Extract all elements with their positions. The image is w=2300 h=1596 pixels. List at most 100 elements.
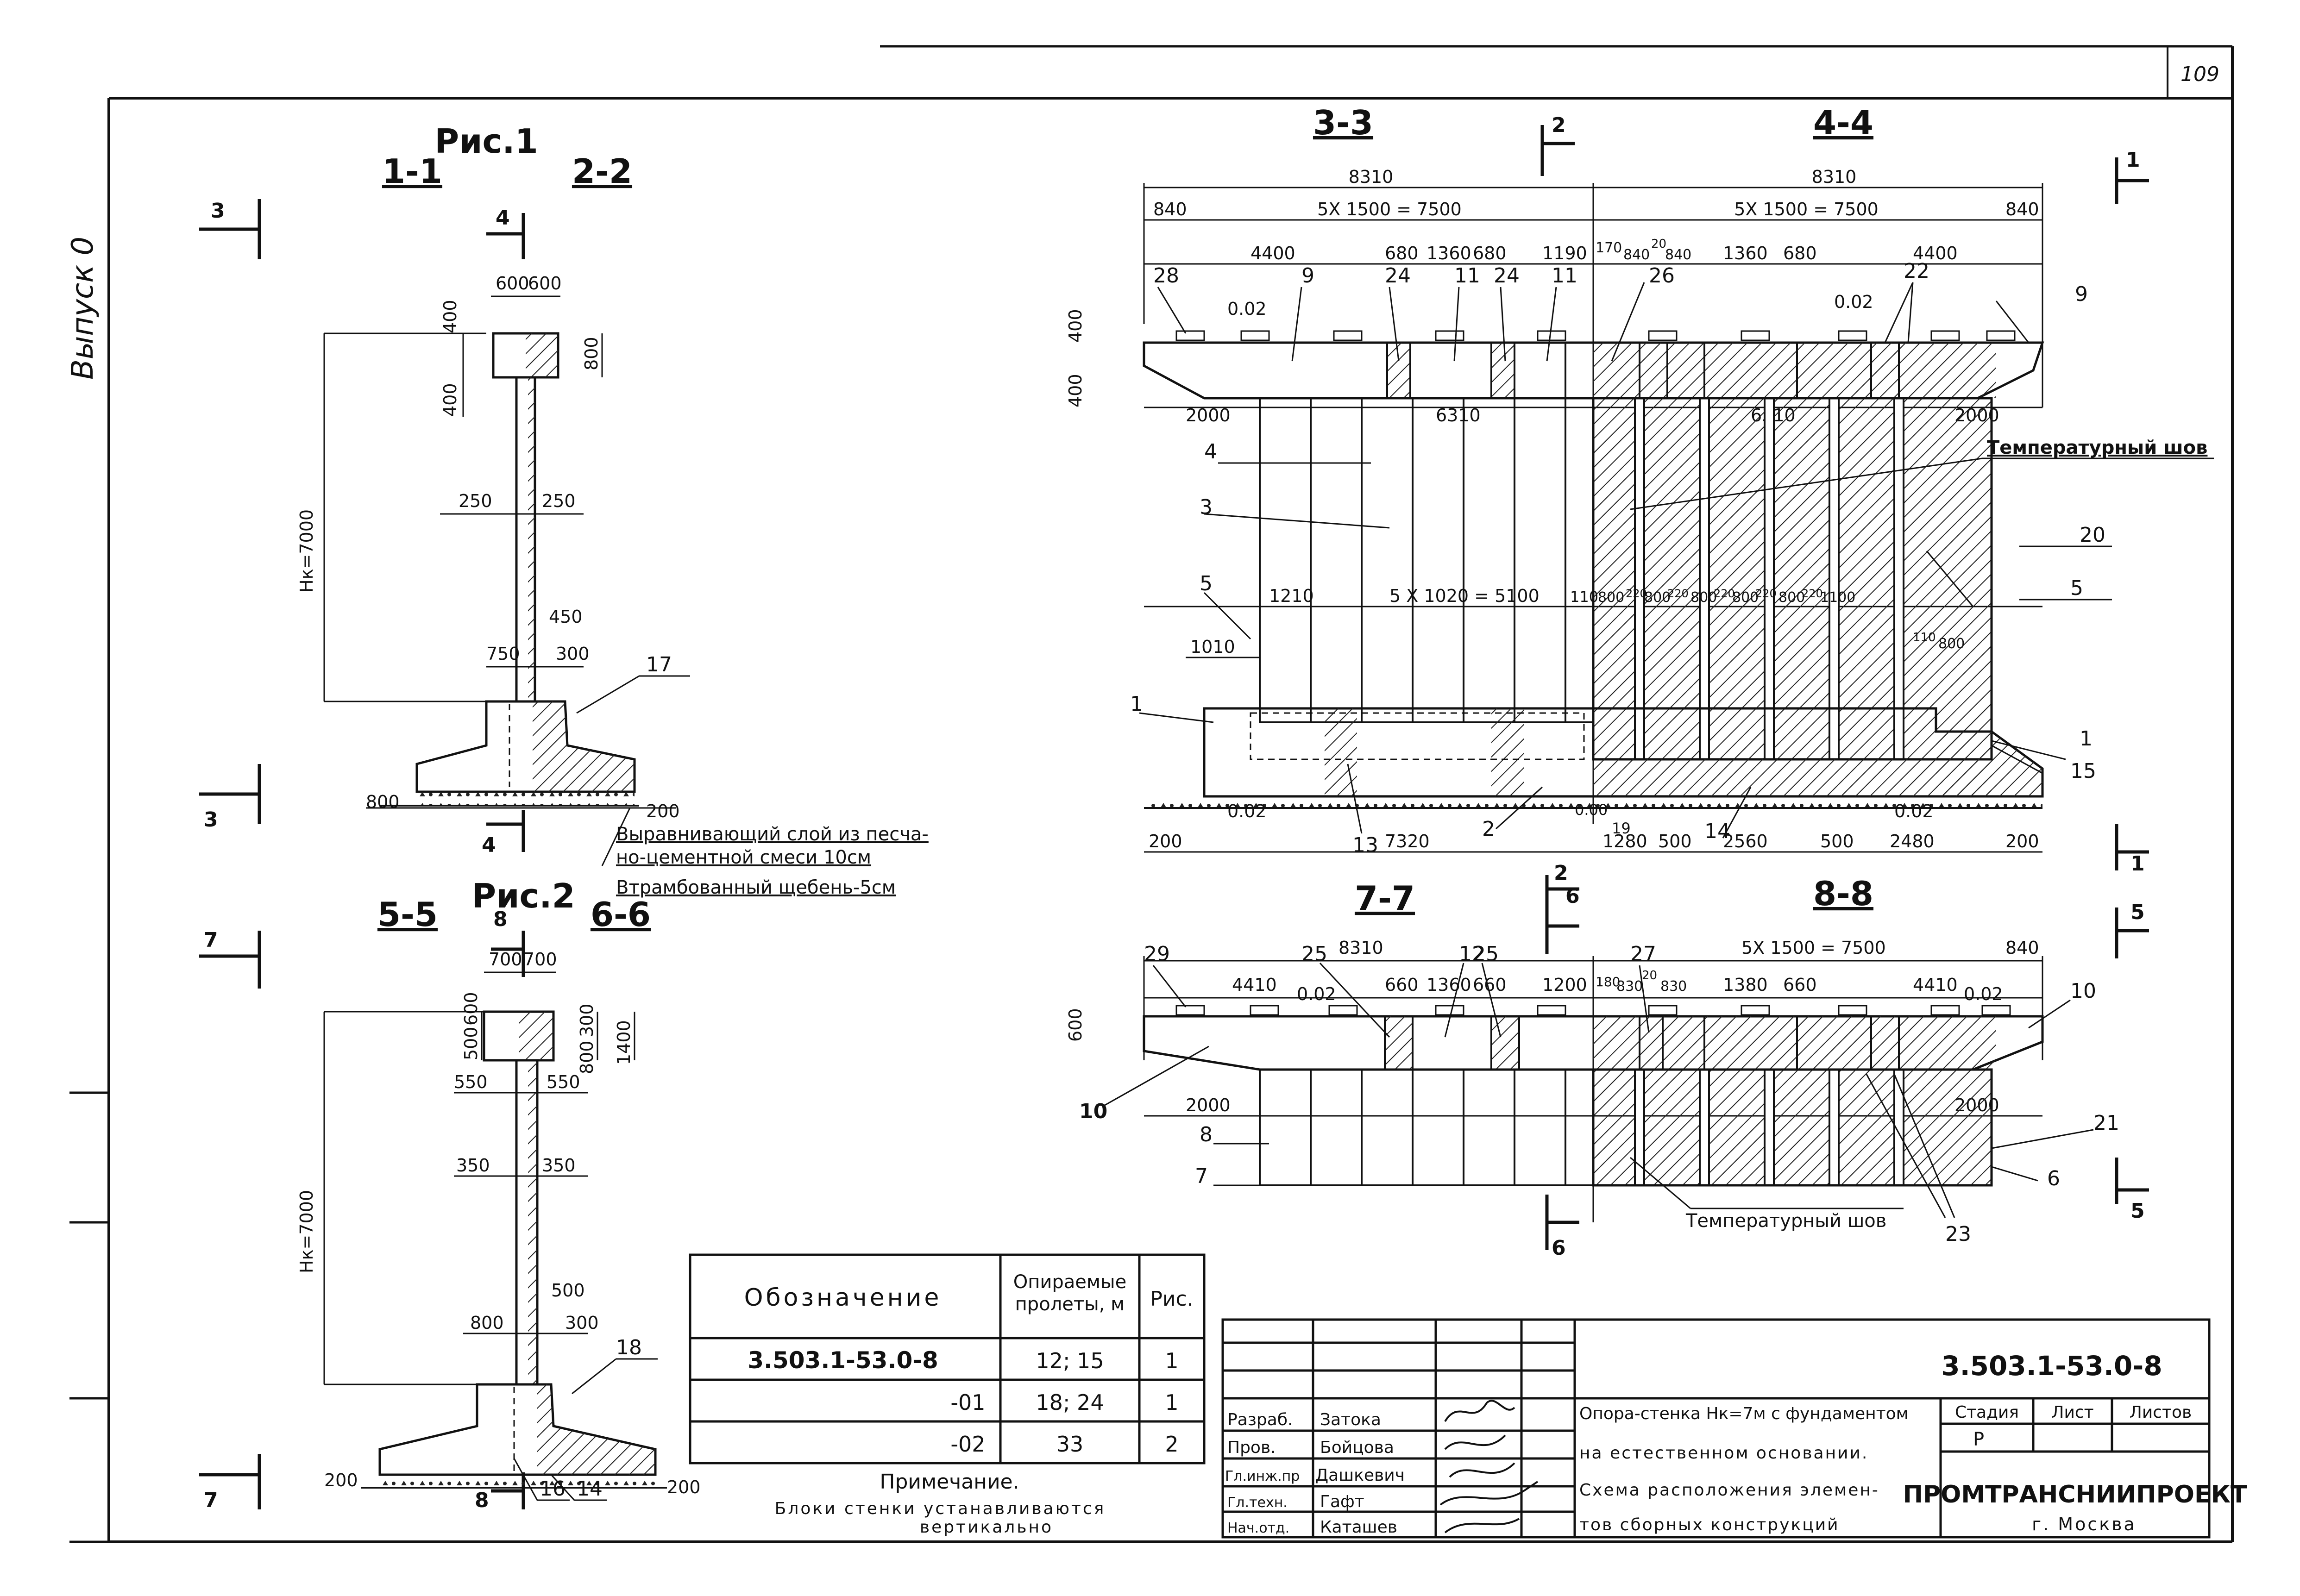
elev1-mark-24b: 24 <box>1494 264 1520 288</box>
side-label: Выпуск 0 <box>66 237 100 380</box>
fig1-dim-w1: 600 <box>496 273 529 294</box>
page-number: 109 <box>2181 63 2219 86</box>
fig1-cut-3b: 3 <box>204 808 218 832</box>
elev2-mark-23: 23 <box>1945 1222 1971 1246</box>
elev1-mark-13: 13 <box>1352 833 1378 857</box>
elev1-cut-2a: 2 <box>1552 113 1566 137</box>
fig1-section-a: 1-1 <box>382 152 442 191</box>
elev2-dim-830: 830 <box>1616 978 1643 995</box>
fig2-dim-600: 600 <box>461 992 481 1026</box>
elev2-slope-l: 0.02 <box>1297 984 1336 1004</box>
tb-role-2: Пров. <box>1227 1438 1276 1457</box>
spec-row2-fig: 1 <box>1165 1390 1178 1415</box>
spec-row1-code: 3.503.1-53.0-8 <box>748 1347 938 1374</box>
elev2-dim-840: 840 <box>2005 938 2039 958</box>
elev2-dim-660: 660 <box>1385 975 1419 995</box>
fig1-dim-w2: 600 <box>528 273 562 294</box>
fig2-dim-hk: Hк=7000 <box>296 1190 317 1273</box>
elev1-label-joint: Температурный шов <box>1987 437 2207 458</box>
elev1-dim-680r: 680 <box>1783 243 1817 263</box>
elev1-mark-9b: 9 <box>2075 282 2088 306</box>
elev2-dim-1360: 1360 <box>1427 975 1471 995</box>
elev1-dim-220e: 220 <box>1802 587 1823 600</box>
elev1-mark-26: 26 <box>1649 264 1675 288</box>
elev2-mark-29: 29 <box>1144 942 1170 966</box>
fig1-section-b: 2-2 <box>572 152 632 191</box>
fig1-mark-17: 17 <box>646 653 672 676</box>
fig1-cut-3a: 3 <box>211 199 225 223</box>
elev2-sec-a: 7-7 <box>1355 879 1415 918</box>
spec-row1-spans: 12; 15 <box>1036 1348 1104 1373</box>
fig2-dim-300b: 300 <box>565 1313 599 1333</box>
tb-desc-1: Опора-стенка Hк=7м с фундаментом <box>1579 1404 1909 1423</box>
elev2-mark-27: 27 <box>1630 942 1656 966</box>
tb-name-3: Дашкевич <box>1315 1466 1405 1485</box>
fig1-cut-4a: 4 <box>496 206 510 230</box>
elev1-dim-200r: 200 <box>2005 831 2039 851</box>
elevation-7-7-8-8: 7-7 8-8 6 6 5 5 8310 5X 1500 = 7500 840 … <box>1065 874 2149 1260</box>
tb-name-1: Затока <box>1320 1410 1381 1429</box>
elev1-cut-2b: 2 <box>1554 861 1568 885</box>
fig2-dim-300: 300 <box>577 1003 597 1037</box>
fig2-dim-350l: 350 <box>456 1155 490 1176</box>
fig2-mark-16: 16 <box>540 1477 566 1501</box>
elev1-mark-11b: 11 <box>1552 264 1577 288</box>
elev2-dim-1380: 1380 <box>1723 975 1768 995</box>
elev2-mark-7: 7 <box>1195 1164 1208 1188</box>
elev2-label-joint: Температурный шов <box>1685 1210 1886 1232</box>
elev1-dim-1010: 1010 <box>1190 637 1235 657</box>
fig2-dim-550l: 550 <box>454 1072 488 1092</box>
elev1-mark-3: 3 <box>1200 495 1213 519</box>
elev1-dim-2480: 2480 <box>1890 831 1935 851</box>
elev1-dim-110: 110 <box>1570 588 1598 606</box>
elev1-dim-840s: 840 <box>1623 247 1650 263</box>
elev1-slope-br: 0.02 <box>1894 801 1934 821</box>
elev2-mark-8: 8 <box>1200 1123 1213 1146</box>
elev1-dim-110r: 110 <box>1913 631 1936 645</box>
elev1-dim-7320: 7320 <box>1385 831 1430 851</box>
tb-name-4: Гафт <box>1320 1492 1364 1511</box>
elev1-dim-840: 840 <box>1153 199 1187 219</box>
fig1-dim-800: 800 <box>366 792 400 812</box>
tb-role-4: Гл.техн. <box>1227 1495 1288 1511</box>
note-line1: Блоки стенки устанавливаются <box>775 1499 1106 1518</box>
fig2-dim-550r: 550 <box>547 1072 580 1092</box>
fig2-mark-18: 18 <box>616 1336 642 1359</box>
elev1-dim-0-00: 0.00 <box>1575 801 1608 819</box>
spec-table <box>689 1253 1206 1465</box>
title-block <box>1221 1318 2211 1539</box>
elev1-dim-220c: 220 <box>1714 587 1735 600</box>
spec-row3-code: -02 <box>950 1432 985 1457</box>
fig1-note-3: Втрамбованный щебень-5см <box>616 877 896 898</box>
elev1-mark-5a: 5 <box>1200 572 1213 595</box>
elev1-dim-4400: 4400 <box>1251 243 1295 263</box>
fig1-dim-wall-l: 250 <box>459 491 492 511</box>
fig2-dim-1400: 1400 <box>614 1020 634 1065</box>
elev1-cut-1b: 1 <box>2130 852 2145 876</box>
fig2-caption: Рис.2 <box>471 876 575 915</box>
tb-stage: Р <box>1973 1429 1984 1450</box>
tb-sheets-header: Листов <box>2130 1403 2192 1422</box>
elev1-slope-b: 0.02 <box>1227 801 1267 821</box>
elev2-mark-12: 12 <box>1459 942 1485 966</box>
fig2-dim-800b: 800 <box>470 1313 504 1333</box>
elev2-mark-10b: 10 <box>1079 1100 1107 1123</box>
spec-row3-fig: 2 <box>1165 1432 1178 1457</box>
elev1-dim-800b: 800 <box>1598 589 1624 606</box>
elev1-mark-20: 20 <box>2080 523 2105 547</box>
elev1-sec-a: 3-3 <box>1313 103 1373 142</box>
fig2-dim-500: 500 <box>461 1026 481 1060</box>
elev1-dim-1210: 1210 <box>1269 586 1314 606</box>
elev2-cut-6b: 6 <box>1552 1236 1566 1260</box>
elev1-dim-680: 680 <box>1385 243 1419 263</box>
fig2-cut-8b: 8 <box>475 1489 489 1512</box>
elev1-dim-1280: 1280 <box>1602 831 1647 851</box>
elev1-dim-1360: 1360 <box>1427 243 1471 263</box>
tb-role-3: Гл.инж.пр <box>1225 1468 1300 1484</box>
elev1-dim-span5: 5 X 1020 = 5100 <box>1389 586 1540 606</box>
elev2-wall-blocks-left <box>1259 1069 1594 1186</box>
elev1-dim-1190: 1190 <box>1542 243 1587 263</box>
elev1-dim-840r: 840 <box>2005 199 2039 219</box>
tb-role-5: Нач.отд. <box>1227 1520 1289 1536</box>
elev1-dim-19: 19 <box>1612 820 1631 837</box>
